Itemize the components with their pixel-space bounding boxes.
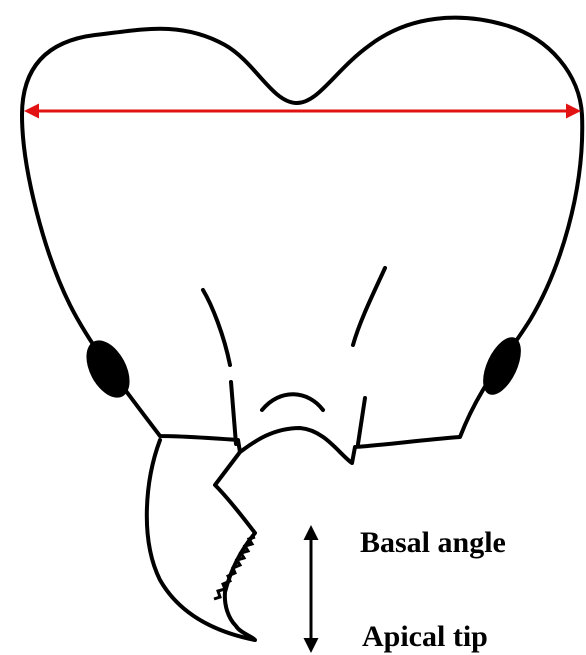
left-clypeal-line: [231, 382, 236, 444]
apical-tip-label: Apical tip: [362, 622, 488, 652]
left-frontal-carina: [203, 290, 230, 365]
median-clypeal-arc: [262, 394, 323, 410]
right-frontal-carina: [353, 268, 385, 345]
right-clypeal-line: [358, 398, 365, 444]
mandible-teeth: [214, 537, 255, 599]
mandible-outline: [147, 440, 255, 640]
basal-angle-label: Basal angle: [360, 528, 506, 558]
